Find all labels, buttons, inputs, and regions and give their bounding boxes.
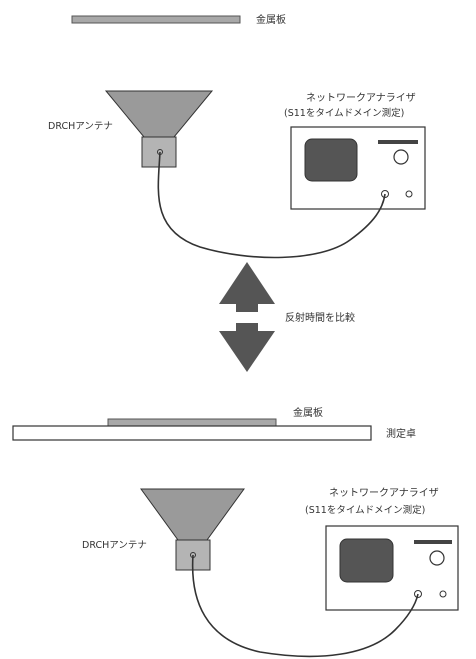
bottom-analyzer-port [414,590,422,598]
arrow-down-stem [236,323,258,332]
top-antenna-horn [104,90,214,138]
top-analyzer-port-2 [405,190,413,198]
top-analyzer-bar [378,140,418,144]
measurement-table-label: 測定卓 [386,427,416,440]
bottom-analyzer-dial [429,550,445,566]
bottom-analyzer-screen [339,538,394,583]
bottom-cable [191,554,419,658]
bottom-antenna [140,488,245,571]
arrow-up-stem [236,303,258,312]
top-metal-plate [71,15,241,24]
top-analyzer-title: ネットワークアナライザ [306,92,416,104]
arrow-up [219,262,275,304]
bottom-metal-plate-label: 金属板 [293,406,323,419]
bottom-antenna-label: DRCHアンテナ [82,540,147,551]
top-analyzer-dial [393,149,409,165]
measurement-table [12,425,372,441]
arrow-down [219,331,275,372]
top-metal-plate-label: 金属板 [256,13,286,26]
bottom-analyzer-title: ネットワークアナライザ [329,487,439,499]
bottom-analyzer-bar [414,540,452,544]
bottom-antenna-horn [140,488,245,541]
bottom-network-analyzer [325,525,459,611]
bottom-analyzer-subtitle: (S11をタイムドメイン測定) [305,504,425,516]
top-analyzer-screen [304,138,358,182]
top-antenna [104,90,214,168]
bottom-metal-plate [107,418,277,427]
top-antenna-label: DRCHアンテナ [48,121,113,132]
comparison-label: 反射時間を比較 [285,311,355,324]
top-network-analyzer [290,126,426,210]
top-analyzer-subtitle: (S11をタイムドメイン測定) [284,107,404,119]
top-cable [157,151,386,259]
bottom-analyzer-port-2 [439,590,447,598]
comparison-arrow [219,262,275,372]
